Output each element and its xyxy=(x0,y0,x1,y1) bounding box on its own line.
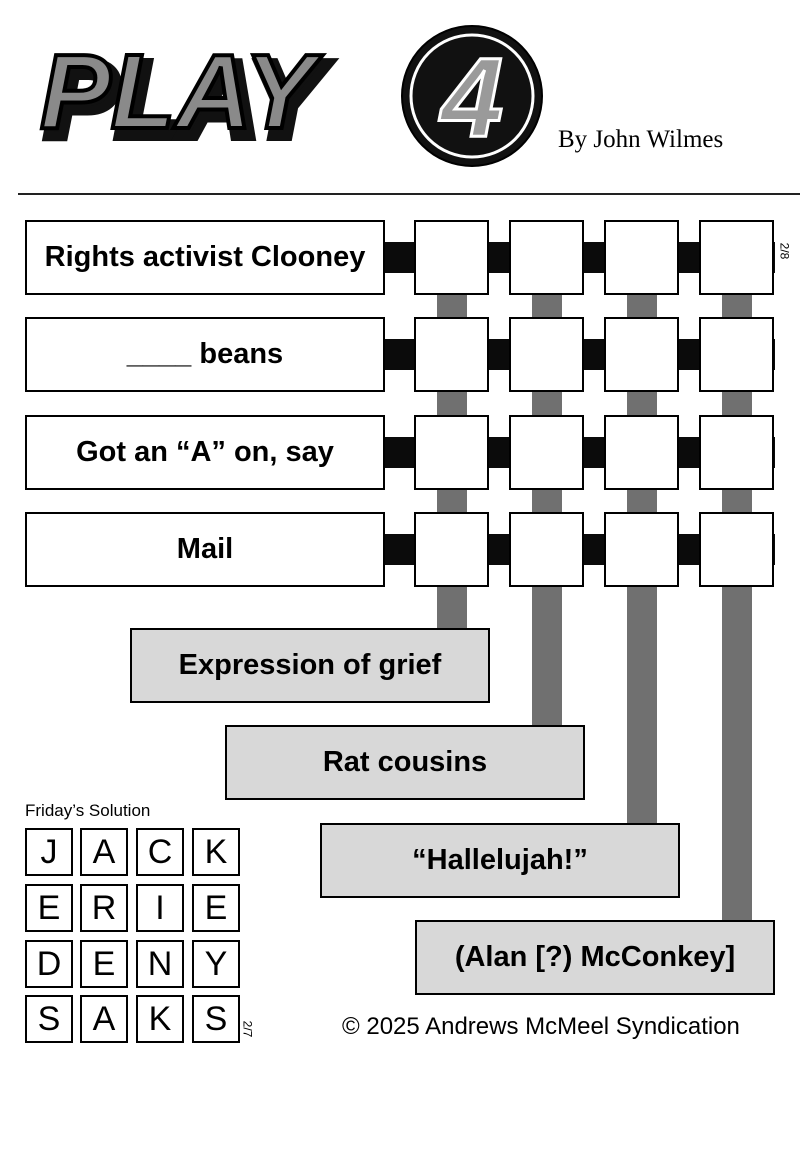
solution-cell: E xyxy=(25,884,73,932)
solution-cell: K xyxy=(136,995,184,1043)
across-clue: Rights activist Clooney xyxy=(25,220,385,295)
answer-cell[interactable] xyxy=(414,220,489,295)
solution-cell: S xyxy=(192,995,240,1043)
answer-cell[interactable] xyxy=(604,317,679,392)
solution-cell: K xyxy=(192,828,240,876)
solution-cell: N xyxy=(136,940,184,988)
answer-cell[interactable] xyxy=(414,512,489,587)
answer-cell[interactable] xyxy=(509,220,584,295)
down-connector xyxy=(722,294,752,922)
across-clue: Got an “A” on, say xyxy=(25,415,385,490)
answer-cell[interactable] xyxy=(699,512,774,587)
puzzle-date: 2/8 xyxy=(777,242,792,260)
byline: By John Wilmes xyxy=(558,126,724,153)
solution-cell: D xyxy=(25,940,73,988)
solution-date: 2/7 xyxy=(240,1020,255,1038)
answer-cell[interactable] xyxy=(414,317,489,392)
copyright: © 2025 Andrews McMeel Syndication xyxy=(342,1013,740,1040)
answer-cell[interactable] xyxy=(604,415,679,490)
solution-cell: E xyxy=(192,884,240,932)
down-clue: Expression of grief xyxy=(130,628,490,703)
answer-cell[interactable] xyxy=(699,317,774,392)
solution-title: Friday’s Solution xyxy=(25,801,151,820)
play4-logo: PLAY PLAY 4 xyxy=(38,25,543,167)
logo-number: 4 xyxy=(439,35,503,160)
answer-cell[interactable] xyxy=(604,512,679,587)
solution-cell: R xyxy=(80,884,128,932)
logo-circle xyxy=(401,25,543,167)
solution-cell: S xyxy=(25,995,73,1043)
answer-cell[interactable] xyxy=(509,512,584,587)
answer-cell[interactable] xyxy=(509,415,584,490)
solution-cell: J xyxy=(25,828,73,876)
down-clue: “Hallelujah!” xyxy=(320,823,680,898)
answer-cell[interactable] xyxy=(604,220,679,295)
down-clue: Rat cousins xyxy=(225,725,585,800)
answer-cell[interactable] xyxy=(509,317,584,392)
down-clue: (Alan [?) McConkey] xyxy=(415,920,775,995)
solution-cell: Y xyxy=(192,940,240,988)
answer-cell[interactable] xyxy=(699,220,774,295)
solution-cell: E xyxy=(80,940,128,988)
across-clue: Mail xyxy=(25,512,385,587)
solution-cell: A xyxy=(80,828,128,876)
answer-cell[interactable] xyxy=(699,415,774,490)
solution-cell: A xyxy=(80,995,128,1043)
logo-text: PLAY xyxy=(40,33,323,151)
across-clue: ____ beans xyxy=(25,317,385,392)
logo-shadow: PLAY xyxy=(46,41,329,159)
answer-cell[interactable] xyxy=(414,415,489,490)
divider xyxy=(18,193,800,195)
solution-cell: I xyxy=(136,884,184,932)
solution-cell: C xyxy=(136,828,184,876)
